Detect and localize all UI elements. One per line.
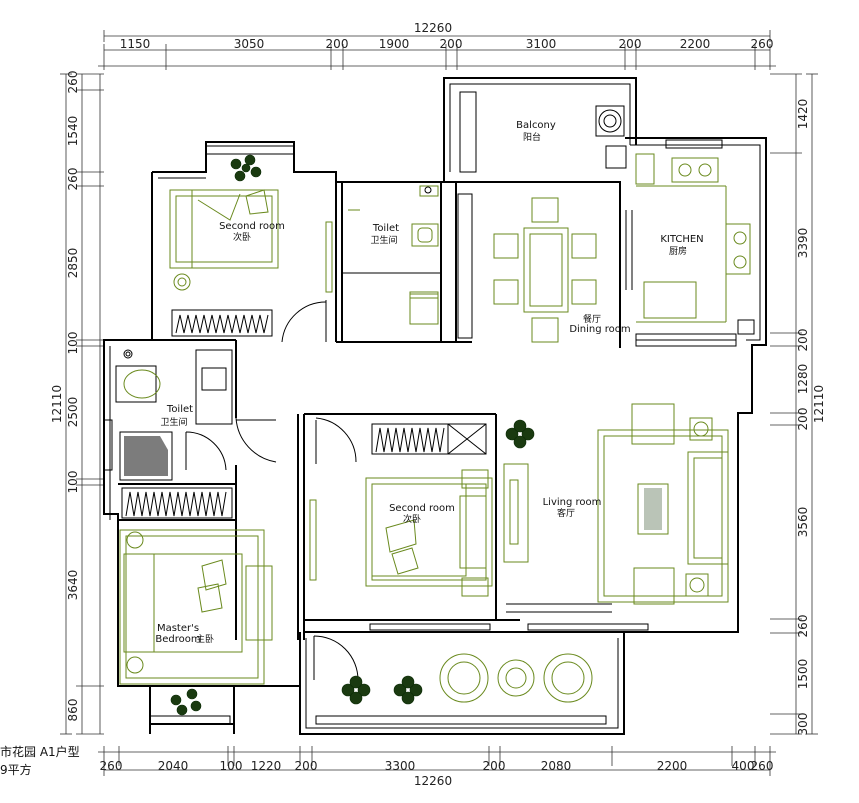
top-dim-6: 200 <box>619 37 642 51</box>
caption-line-1: 市花园 A1户型 <box>0 744 80 759</box>
top-dim-1: 3050 <box>234 37 265 51</box>
toilet-mid-label-cn: 卫生间 <box>160 416 187 428</box>
right-dim-5: 3560 <box>796 507 810 538</box>
top-dim-0: 1150 <box>120 37 151 51</box>
bottom-total-dim: 12260 <box>414 774 452 788</box>
bottom-dimensions: 260 2040 100 1220 200 3300 200 2080 2200… <box>98 746 776 788</box>
bottom-dim-0: 260 <box>100 759 123 773</box>
bottom-dim-4: 200 <box>295 759 318 773</box>
bottom-dim-6: 200 <box>483 759 506 773</box>
bottom-dim-1: 2040 <box>158 759 189 773</box>
right-dim-8: 300 <box>796 713 810 736</box>
left-dim-3: 2850 <box>66 248 80 279</box>
top-dim-8: 260 <box>751 37 774 51</box>
right-dim-2: 200 <box>796 329 810 352</box>
room-labels: Balcony 阳台 Second room 次卧 Toilet 卫生间 KIT… <box>155 120 703 645</box>
kitchen-label-cn: 厨房 <box>669 245 687 257</box>
second-room-mid-label-cn: 次卧 <box>403 513 421 525</box>
caption-line-2: 9平方 <box>0 762 32 777</box>
bottom-dim-8: 2200 <box>657 759 688 773</box>
bottom-dim-7: 2080 <box>541 759 572 773</box>
master-bedroom-label-2: Bedroom <box>155 634 200 645</box>
top-dim-2: 200 <box>326 37 349 51</box>
bottom-dim-5: 3300 <box>385 759 416 773</box>
right-dim-0: 1420 <box>796 99 810 130</box>
living-room-label-cn: 客厅 <box>557 507 575 519</box>
toilet-top-label-cn: 卫生间 <box>370 234 397 246</box>
doors <box>185 210 633 681</box>
left-dim-7: 3640 <box>66 570 80 601</box>
top-dimensions: 12260 1150 3050 200 1900 200 3100 200 22… <box>98 21 776 70</box>
right-total-dim: 12110 <box>812 385 826 423</box>
left-dim-0: 260 <box>66 71 80 94</box>
second-room-top-label-cn: 次卧 <box>233 231 251 243</box>
right-dim-1: 3390 <box>796 228 810 259</box>
right-dimensions: 1420 3390 200 1280 200 3560 260 1500 300… <box>770 73 826 736</box>
master-bedroom-label-1: Master's <box>157 623 199 634</box>
furniture <box>115 105 755 716</box>
toilet-mid-label: Toilet <box>166 404 193 415</box>
left-dim-5: 2500 <box>66 397 80 428</box>
second-room-top-label: Second room <box>219 221 285 232</box>
right-dim-6: 260 <box>796 615 810 638</box>
top-dim-4: 200 <box>440 37 463 51</box>
balcony-label-cn: 阳台 <box>523 131 541 143</box>
right-dim-7: 1500 <box>796 659 810 690</box>
left-dim-4: 100 <box>66 332 80 355</box>
left-dim-8: 860 <box>66 699 80 722</box>
bottom-dim-2: 100 <box>220 759 243 773</box>
left-dim-2: 260 <box>66 168 80 191</box>
top-dim-7: 2200 <box>680 37 711 51</box>
right-dim-4: 200 <box>796 408 810 431</box>
toilet-top-label: Toilet <box>372 223 399 234</box>
dining-label-cn: 餐厅 <box>583 313 601 325</box>
balcony-label: Balcony <box>516 120 556 131</box>
kitchen-label: KITCHEN <box>660 234 703 245</box>
bottom-dim-3: 1220 <box>251 759 282 773</box>
top-dim-3: 1900 <box>379 37 410 51</box>
plan-caption: 市花园 A1户型 9平方 <box>0 744 80 777</box>
left-dimensions: 12110 260 1540 260 2850 100 2500 100 364… <box>50 71 104 735</box>
left-dim-6: 100 <box>66 471 80 494</box>
living-room-label: Living room <box>543 497 602 508</box>
walls <box>103 77 767 735</box>
bottom-dim-10: 260 <box>751 759 774 773</box>
second-room-mid-label: Second room <box>389 503 455 514</box>
top-total-dim: 12260 <box>414 21 452 35</box>
master-bedroom-label-cn: 主卧 <box>196 633 214 645</box>
left-dim-1: 1540 <box>66 116 80 147</box>
left-total-dim: 12110 <box>50 385 64 423</box>
dining-label: Dining room <box>569 324 630 335</box>
bottom-dim-9: 400 <box>732 759 755 773</box>
right-dim-3: 1280 <box>796 364 810 395</box>
windows <box>103 91 737 725</box>
top-dim-5: 3100 <box>526 37 557 51</box>
